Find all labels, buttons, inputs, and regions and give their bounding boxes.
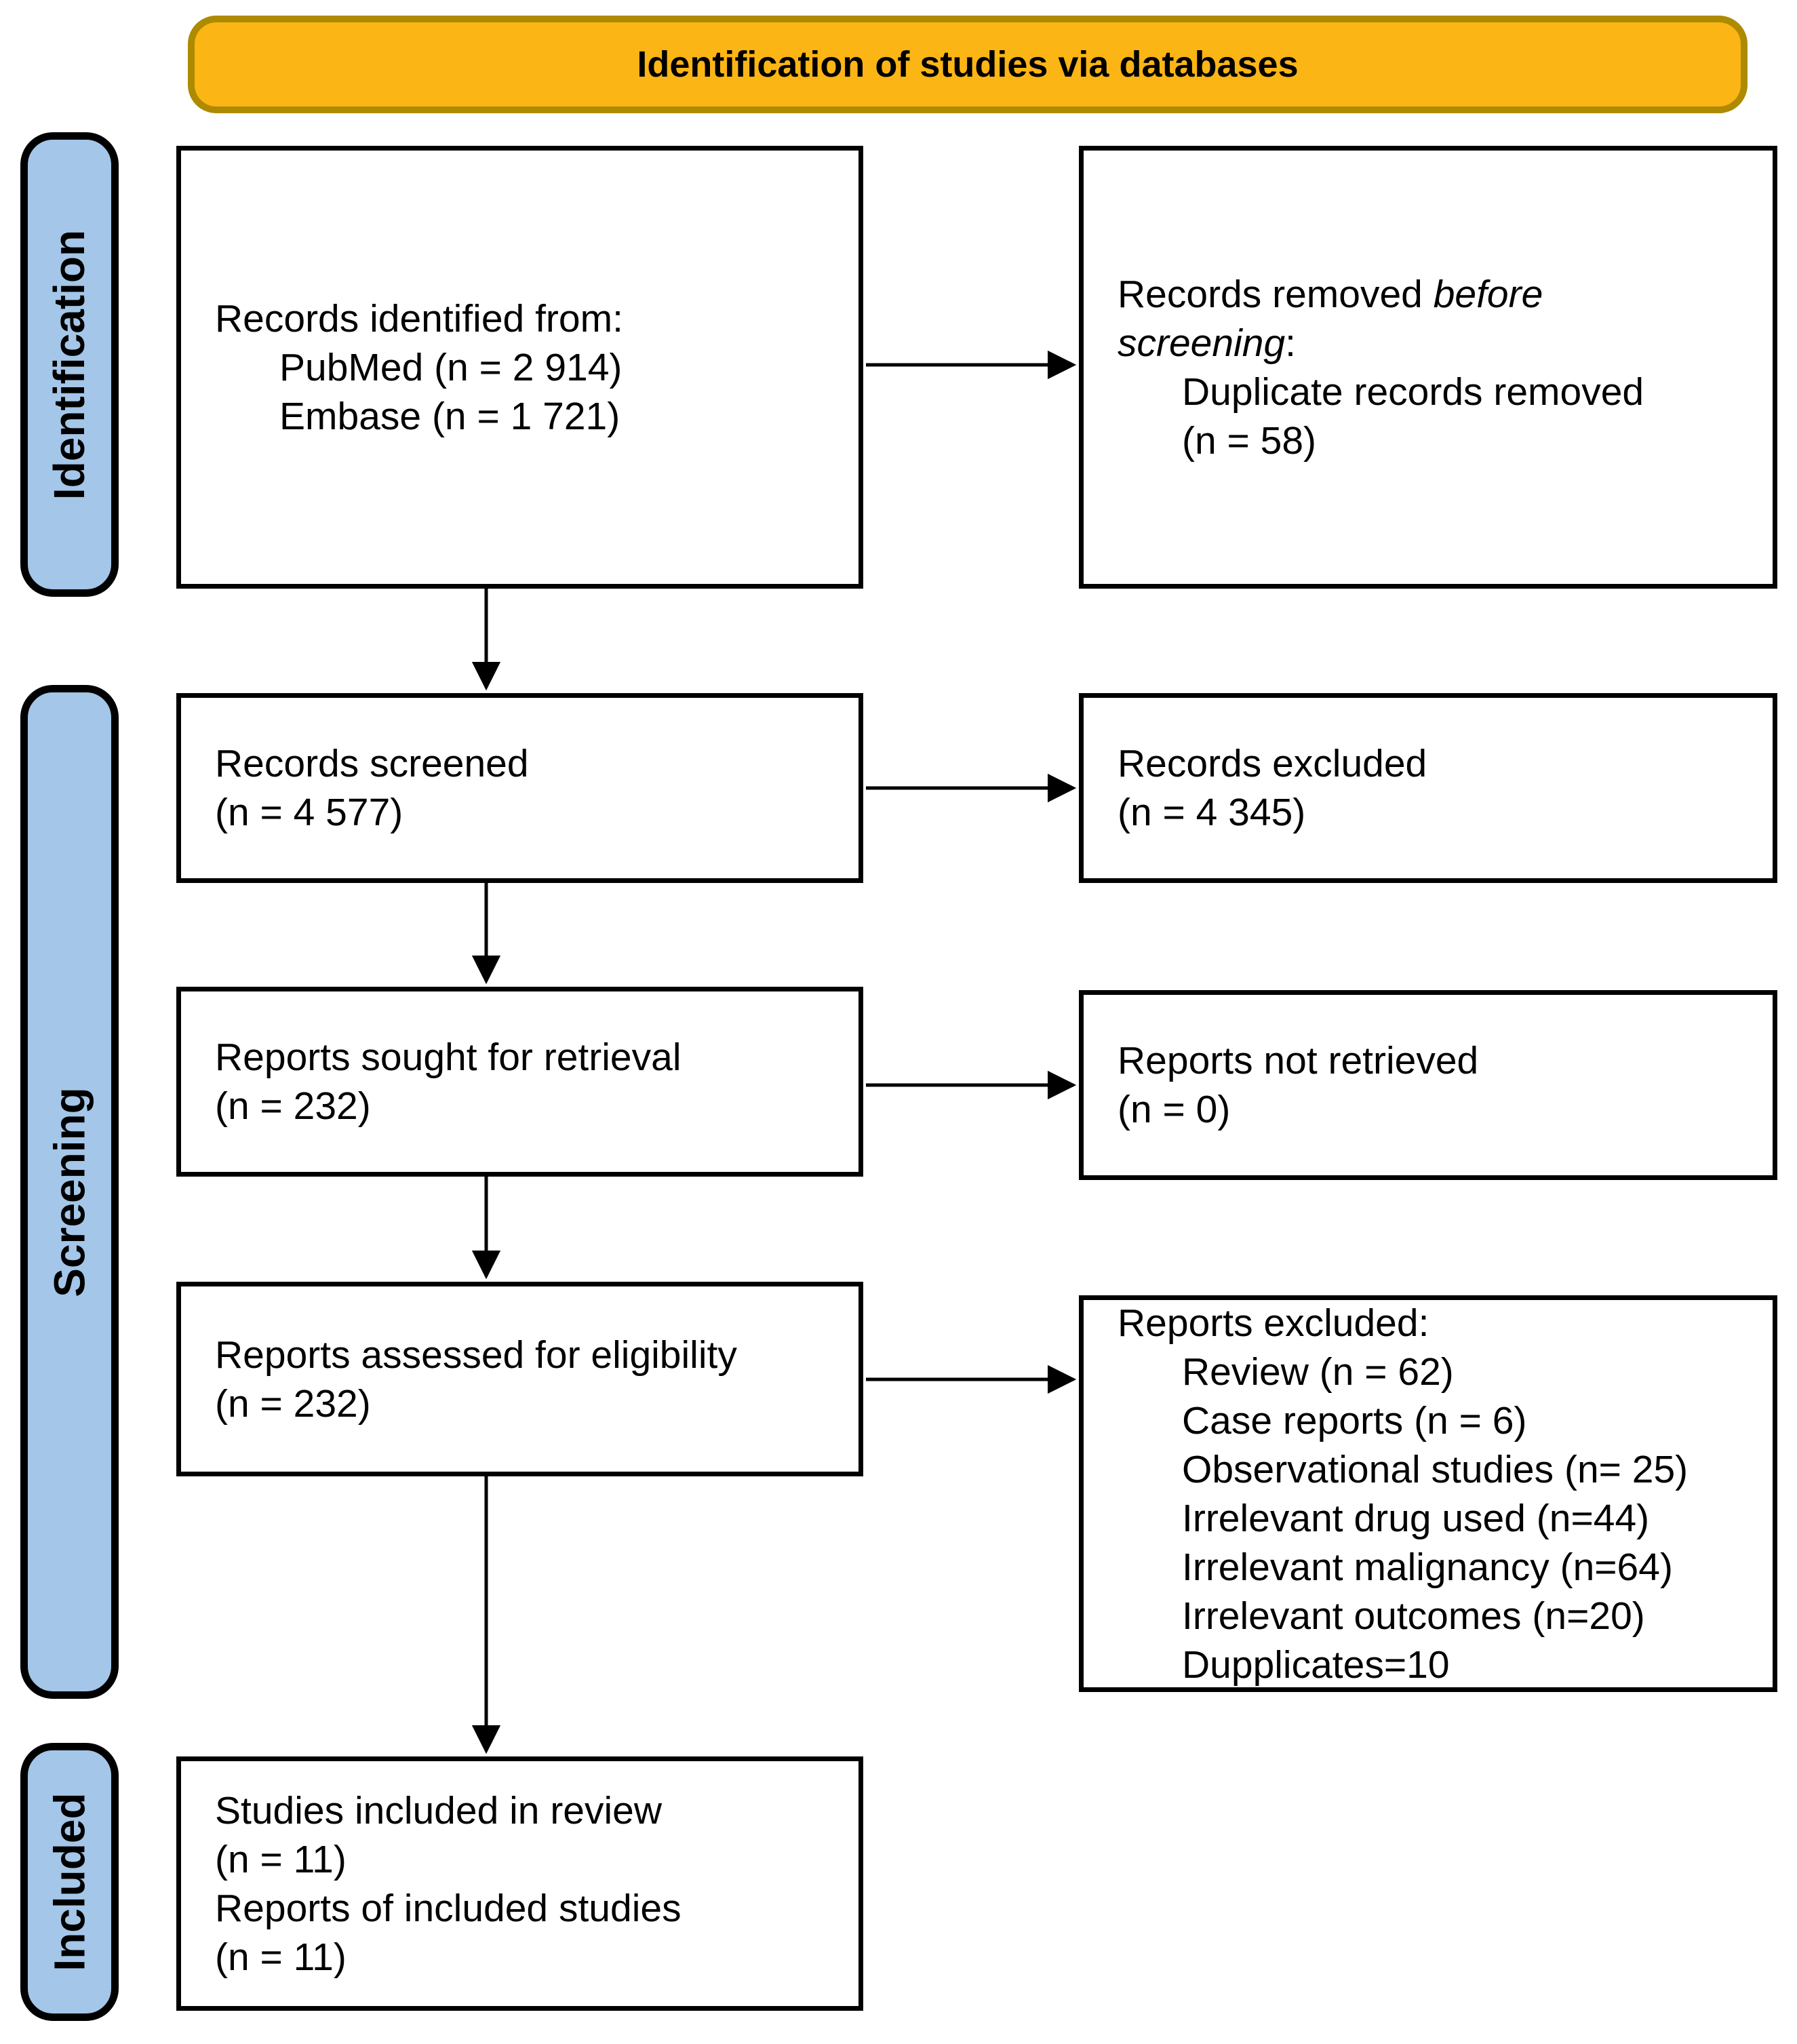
box-text-line: Studies included in review xyxy=(215,1788,663,1832)
box-text-line: Dupplicates=10 xyxy=(1182,1643,1450,1687)
box-text-line: Review (n = 62) xyxy=(1182,1350,1454,1394)
box-records-removed-before-screening: Records removed before screening: Duplicat… xyxy=(1079,146,1777,589)
box-reports-sought-for-retrieval: Reports sought for retrieval (n = 232) xyxy=(176,987,863,1177)
box-reports-assessed-for-eligibility: Reports assessed for eligibility(n = 232… xyxy=(176,1282,863,1476)
stage-label-text: Identification xyxy=(45,229,94,500)
box-text-line: Irrelevant malignancy (n=64) xyxy=(1182,1545,1673,1589)
banner-identification-via-databases: Identification of studies via databases xyxy=(188,16,1747,113)
box-records-identified: Records identified from: PubMed (n = 2 91… xyxy=(176,146,863,589)
box-text-line: PubMed (n = 2 914) xyxy=(279,345,623,389)
box-text-line: Records screened xyxy=(215,742,529,785)
box-text-line: Reports not retrieved xyxy=(1118,1039,1479,1082)
box-text-line: Duplicate records removed xyxy=(1182,370,1644,414)
box-text-line: Records identified from: xyxy=(215,296,623,340)
box-studies-included-in-review: Studies included in review (n = 11) Report… xyxy=(176,1756,863,2011)
banner-title: Identification of studies via databases xyxy=(637,44,1299,85)
box-text-line: Embase (n = 1 721) xyxy=(279,394,620,438)
box-text-line: Case reports (n = 6) xyxy=(1182,1398,1527,1442)
box-text-line: (n = 11) xyxy=(215,1935,347,1979)
box-reports-not-retrieved: Reports not retrieved (n = 0) xyxy=(1079,990,1777,1180)
box-text-line: Observational studies (n= 25) xyxy=(1182,1447,1689,1491)
box-text-line: screening: xyxy=(1118,321,1296,365)
box-text-line: Reports excluded: xyxy=(1118,1301,1429,1345)
box-text-line: (n = 11) xyxy=(215,1837,347,1881)
stage-label-included: Included xyxy=(20,1743,119,2021)
box-records-excluded: Records excluded (n = 4 345) xyxy=(1079,693,1777,883)
box-text-line: Reports of included studies xyxy=(215,1886,682,1930)
box-text-line: Records removed before xyxy=(1118,272,1543,316)
stage-label-screening: Screening xyxy=(20,685,119,1699)
box-text-line: (n = 4 577) xyxy=(215,791,403,834)
stage-label-identification: Identification xyxy=(20,132,119,597)
box-text-line: (n = 232) xyxy=(215,1381,371,1426)
box-text-line: Irrelevant drug used (n=44) xyxy=(1182,1496,1650,1540)
box-text-line: Records excluded xyxy=(1118,742,1427,785)
stage-label-text: Included xyxy=(45,1792,94,1971)
box-text-line: (n = 4 345) xyxy=(1118,791,1306,834)
box-text-line: (n = 0) xyxy=(1118,1088,1231,1131)
box-text-line: Irrelevant outcomes (n=20) xyxy=(1182,1594,1645,1638)
stage-label-text: Screening xyxy=(45,1086,94,1297)
box-reports-excluded-reasons: Reports excluded: Review (n = 62)Case rep… xyxy=(1079,1295,1777,1692)
box-records-screened: Records screened (n = 4 577) xyxy=(176,693,863,883)
box-text-line: Reports sought for retrieval xyxy=(215,1036,682,1079)
box-text-line: (n = 232) xyxy=(215,1084,371,1128)
box-text-line: Reports assessed for eligibility xyxy=(215,1333,737,1377)
box-text-line: (n = 58) xyxy=(1182,418,1317,463)
